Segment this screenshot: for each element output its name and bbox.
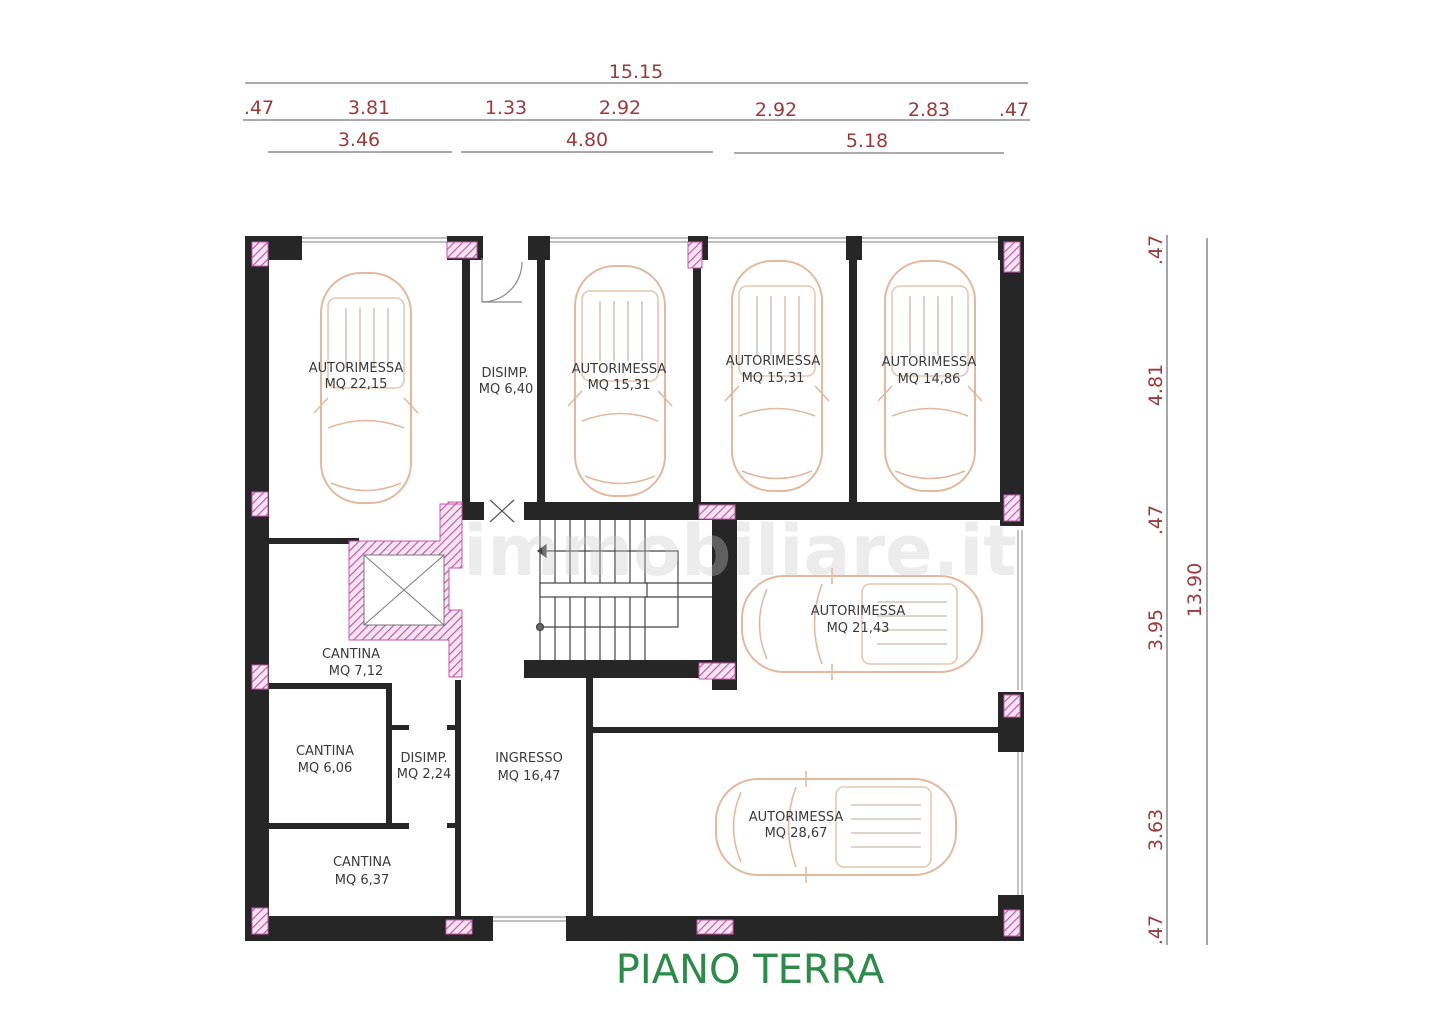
room-name: INGRESSO xyxy=(495,751,563,766)
pillars xyxy=(251,241,1021,937)
lift-shaft xyxy=(348,503,463,678)
dim-total-height: 13.90 xyxy=(1184,563,1206,617)
room-area: MQ 22,15 xyxy=(325,377,388,392)
dim-right-2: 4.81 xyxy=(1145,364,1167,406)
dim-mid-1: 3.46 xyxy=(338,129,380,151)
dim-top-4: 2.92 xyxy=(599,97,641,119)
dim-top-7: .47 xyxy=(999,99,1029,121)
room-name: CANTINA xyxy=(296,744,354,759)
room-area: MQ 21,43 xyxy=(827,621,890,636)
room-area: MQ 14,86 xyxy=(898,372,961,387)
window-lines xyxy=(302,237,1023,922)
dim-top-3: 1.33 xyxy=(485,97,527,119)
room-name: AUTORIMESSA xyxy=(749,810,844,825)
room-area: MQ 15,31 xyxy=(742,371,805,386)
room-name: AUTORIMESSA xyxy=(882,355,977,370)
dim-top-2: 3.81 xyxy=(348,97,390,119)
room-name: AUTORIMESSA xyxy=(811,604,906,619)
room-name: AUTORIMESSA xyxy=(726,354,821,369)
room-area: MQ 2,24 xyxy=(397,767,452,782)
dim-right-5: 3.63 xyxy=(1145,809,1167,851)
dim-right-1: .47 xyxy=(1145,235,1167,265)
room-area: MQ 6,06 xyxy=(298,761,353,776)
room-area: MQ 15,31 xyxy=(588,378,651,393)
floor-title: PIANO TERRA xyxy=(616,947,885,993)
car-icon xyxy=(715,770,957,884)
walls xyxy=(245,236,1024,941)
room-name: CANTINA xyxy=(322,647,380,662)
room-name: CANTINA xyxy=(333,855,391,870)
dim-top-1: .47 xyxy=(244,97,274,119)
room-name: MQ 6,40 xyxy=(479,382,534,397)
room-area: MQ 6,37 xyxy=(335,873,390,888)
dim-right-4: 3.95 xyxy=(1145,609,1167,651)
room-area: MQ 7,12 xyxy=(329,664,384,679)
opening-cross xyxy=(489,499,515,523)
room-area: MQ 28,67 xyxy=(765,826,828,841)
dimension-lines-top xyxy=(243,82,1030,154)
dim-mid-2: 4.80 xyxy=(566,129,608,151)
staircase xyxy=(535,520,712,660)
room-name: AUTORIMESSA xyxy=(572,362,667,377)
dim-top-6: 2.83 xyxy=(908,99,950,121)
dimension-lines-right xyxy=(1166,235,1208,945)
room-name: DISIMP. xyxy=(481,366,528,381)
dim-mid-3: 5.18 xyxy=(846,130,888,152)
room-area: MQ 16,47 xyxy=(498,769,561,784)
room-name: DISIMP. xyxy=(400,751,447,766)
door-swing xyxy=(481,258,523,303)
dim-total-width: 15.15 xyxy=(609,61,663,83)
room-name: AUTORIMESSA xyxy=(309,361,404,376)
dim-right-6: .47 xyxy=(1145,915,1167,945)
dim-top-5: 2.92 xyxy=(755,99,797,121)
room-labels: AUTORIMESSA MQ 22,15 DISIMP. MQ 6,40 AUT… xyxy=(296,354,976,888)
watermark: immobiliare.it xyxy=(463,510,1016,592)
dim-right-3: .47 xyxy=(1145,505,1167,535)
